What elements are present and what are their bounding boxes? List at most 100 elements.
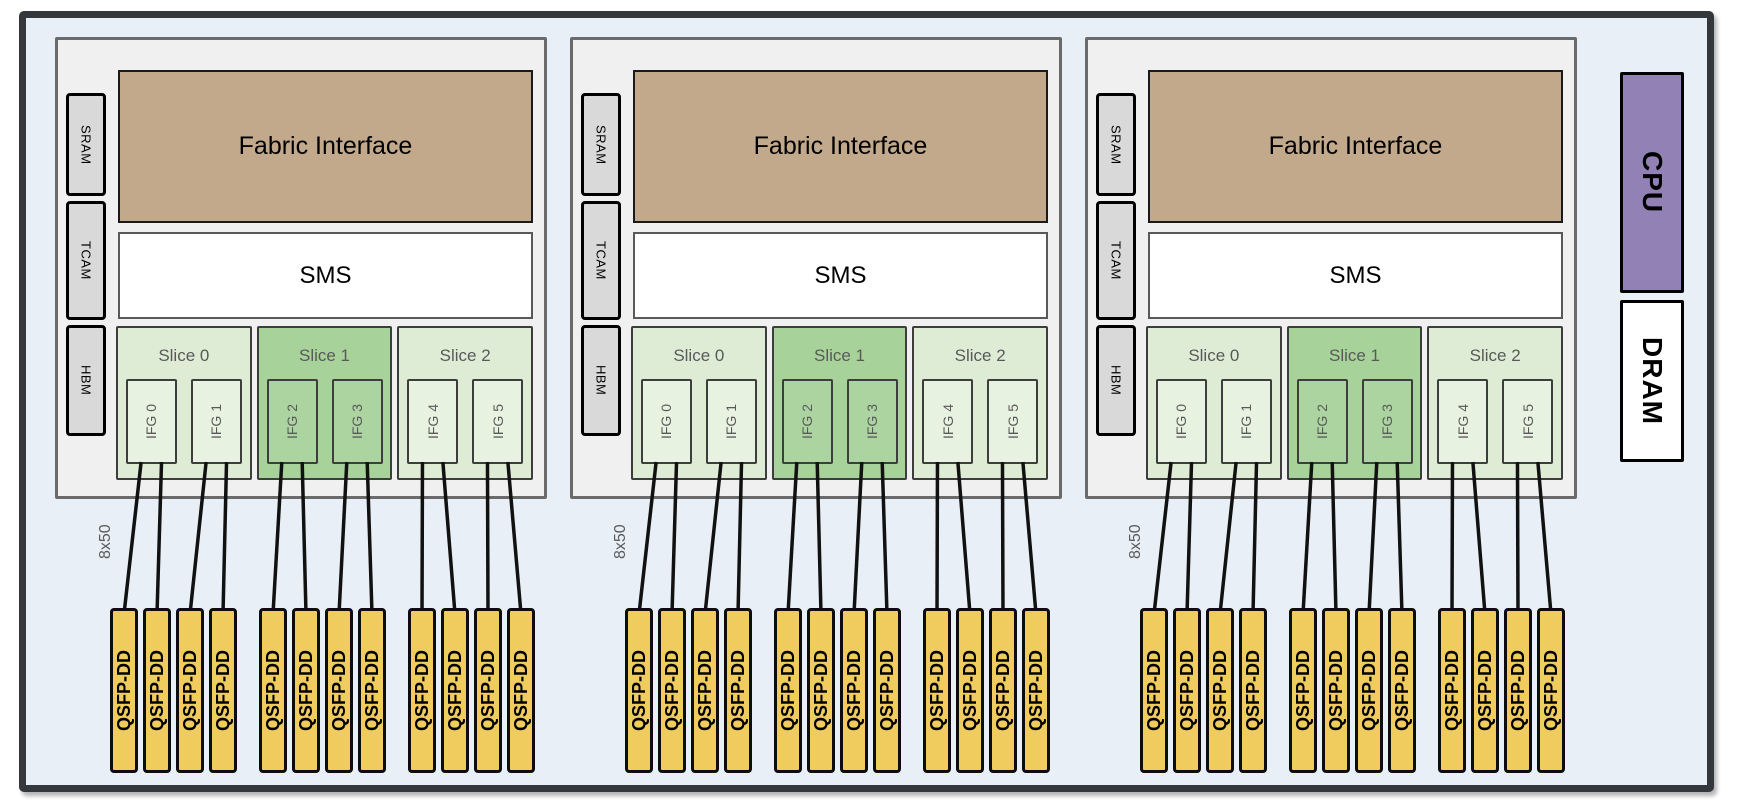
fabric-interface-label: Fabric Interface bbox=[1268, 132, 1443, 160]
ifg-box: IFG 1 bbox=[1220, 379, 1272, 464]
slice-label: Slice 1 bbox=[813, 346, 866, 365]
qsfp-dd-label: QSFP-DD bbox=[992, 650, 1013, 731]
ifg-box: IFG 2 bbox=[1296, 379, 1348, 464]
slice-label: Slice 2 bbox=[1469, 346, 1521, 365]
qsfp-dd-module: QSFP-DD bbox=[209, 608, 237, 773]
qsfp-dd-label: QSFP-DD bbox=[361, 650, 382, 731]
slice-label: Slice 1 bbox=[1328, 346, 1381, 365]
sms-box: SMS bbox=[1148, 232, 1563, 319]
qsfp-dd-label: QSFP-DD bbox=[328, 650, 349, 731]
qsfp-dd-module: QSFP-DD bbox=[1289, 608, 1317, 773]
fabric-interface-label: Fabric Interface bbox=[238, 132, 413, 160]
cpu-block: CPU bbox=[1620, 72, 1684, 293]
qsfp-dd-module: QSFP-DD bbox=[1504, 608, 1532, 773]
ifg-box: IFG 1 bbox=[190, 379, 242, 464]
qsfp-dd-module: QSFP-DD bbox=[1388, 608, 1416, 773]
slice-label: Slice 2 bbox=[439, 346, 491, 365]
qsfp-dd-label: QSFP-DD bbox=[1441, 650, 1462, 731]
sms-label: SMS bbox=[299, 261, 352, 289]
port-wires bbox=[122, 461, 523, 615]
ifg-box: IFG 2 bbox=[266, 379, 318, 464]
slice-label: Slice 1 bbox=[298, 346, 351, 365]
qsfp-dd-label: QSFP-DD bbox=[510, 650, 531, 731]
qsfp-dd-label: QSFP-DD bbox=[262, 650, 283, 731]
qsfp-dd-label: QSFP-DD bbox=[212, 650, 233, 731]
qsfp-dd-module: QSFP-DD bbox=[658, 608, 686, 773]
qsfp-dd-module: QSFP-DD bbox=[1322, 608, 1350, 773]
qsfp-dd-module: QSFP-DD bbox=[1438, 608, 1466, 773]
slice-label: Slice 0 bbox=[1188, 346, 1240, 365]
qsfp-dd-module: QSFP-DD bbox=[507, 608, 535, 773]
tcam-label: TCAM bbox=[1108, 241, 1124, 280]
qsfp-dd-module: QSFP-DD bbox=[1537, 608, 1565, 773]
qsfp-dd-label: QSFP-DD bbox=[876, 650, 897, 731]
qsfp-dd-label: QSFP-DD bbox=[1507, 650, 1528, 731]
ifg-box: IFG 2 bbox=[781, 379, 833, 464]
ifg-box: IFG 0 bbox=[1155, 379, 1207, 464]
qsfp-dd-label: QSFP-DD bbox=[1474, 650, 1495, 731]
sms-box: SMS bbox=[633, 232, 1048, 319]
qsfp-dd-module: QSFP-DD bbox=[143, 608, 171, 773]
sram-label: SRAM bbox=[593, 124, 609, 165]
ifg-box: IFG 0 bbox=[640, 379, 692, 464]
hbm-box: HBM bbox=[1096, 325, 1136, 436]
qsfp-dd-label: QSFP-DD bbox=[661, 650, 682, 731]
qsfp-dd-module: QSFP-DD bbox=[1206, 608, 1234, 773]
qsfp-dd-label: QSFP-DD bbox=[1540, 650, 1561, 731]
qsfp-dd-label: QSFP-DD bbox=[179, 650, 200, 731]
hbm-label: HBM bbox=[1108, 365, 1124, 396]
qsfp-dd-module: QSFP-DD bbox=[840, 608, 868, 773]
qsfp-dd-label: QSFP-DD bbox=[810, 650, 831, 731]
qsfp-dd-module: QSFP-DD bbox=[259, 608, 287, 773]
qsfp-dd-module: QSFP-DD bbox=[325, 608, 353, 773]
hbm-box: HBM bbox=[66, 325, 106, 436]
slice-label: Slice 0 bbox=[158, 346, 210, 365]
ifg-box: IFG 3 bbox=[846, 379, 898, 464]
qsfp-dd-label: QSFP-DD bbox=[926, 650, 947, 731]
qsfp-dd-label: QSFP-DD bbox=[1325, 650, 1346, 731]
fabric-interface-box: Fabric Interface bbox=[633, 70, 1048, 223]
slice-label: Slice 0 bbox=[673, 346, 725, 365]
ifg-box: IFG 3 bbox=[1361, 379, 1413, 464]
qsfp-dd-module: QSFP-DD bbox=[625, 608, 653, 773]
ifg-box: IFG 5 bbox=[1502, 379, 1554, 464]
ifg-box: IFG 5 bbox=[472, 379, 524, 464]
port-wires bbox=[637, 461, 1038, 615]
qsfp-dd-label: QSFP-DD bbox=[694, 650, 715, 731]
cpu-label: CPU bbox=[1637, 151, 1668, 214]
ifg-box: IFG 0 bbox=[125, 379, 177, 464]
qsfp-dd-module: QSFP-DD bbox=[1239, 608, 1267, 773]
qsfp-dd-label: QSFP-DD bbox=[1025, 650, 1046, 731]
qsfp-dd-label: QSFP-DD bbox=[1391, 650, 1412, 731]
ifg-box: IFG 5 bbox=[987, 379, 1039, 464]
qsfp-dd-label: QSFP-DD bbox=[628, 650, 649, 731]
qsfp-dd-label: QSFP-DD bbox=[477, 650, 498, 731]
qsfp-dd-module: QSFP-DD bbox=[474, 608, 502, 773]
qsfp-dd-label: QSFP-DD bbox=[1176, 650, 1197, 731]
qsfp-dd-label: QSFP-DD bbox=[1143, 650, 1164, 731]
qsfp-dd-module: QSFP-DD bbox=[807, 608, 835, 773]
qsfp-dd-module: QSFP-DD bbox=[1471, 608, 1499, 773]
ifg-box: IFG 4 bbox=[407, 379, 459, 464]
qsfp-dd-label: QSFP-DD bbox=[843, 650, 864, 731]
ifg-box: IFG 3 bbox=[331, 379, 383, 464]
